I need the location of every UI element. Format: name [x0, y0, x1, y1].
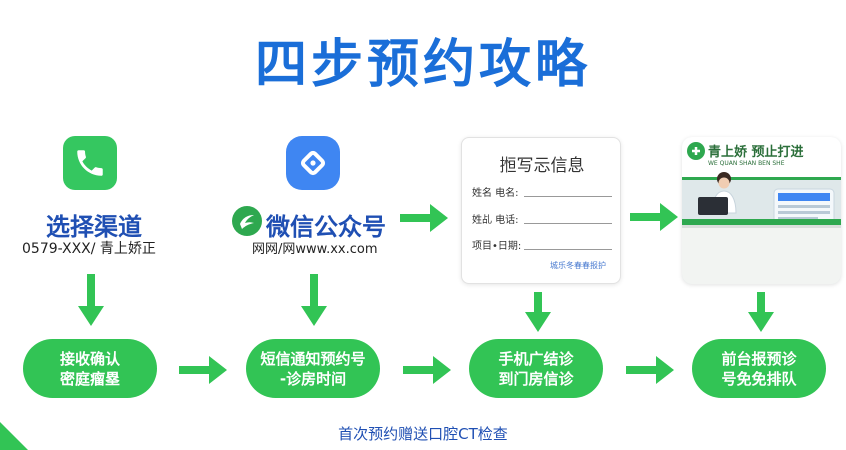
footer-note: 首次预约赠送口腔CT检查 [338, 425, 508, 443]
step-pill-arrive: 手机广结诊 到门房信诊 [469, 339, 603, 398]
arrow-down-icon [748, 292, 774, 332]
pill-line1: 手机广结诊 [498, 349, 574, 368]
diamond-icon [286, 136, 340, 190]
photo-subsign: WE QUAN SHAN BEN SHE [708, 160, 785, 167]
arrow-right-icon [630, 203, 678, 231]
pill-line1: 前台报预诊 [721, 349, 797, 368]
step1-detail: 0579-XXX/ 青上娇正 [22, 241, 156, 257]
step-pill-confirm: 接收确认 密庭瘤塁 [23, 339, 157, 398]
arrow-right-icon [400, 204, 448, 232]
form-footer: 城乐冬春春报护 [550, 261, 606, 270]
form-line [524, 196, 612, 197]
form-row-name: 姓名 电名: [472, 188, 519, 199]
phone-icon [63, 136, 117, 190]
step-pill-sms: 短信通知预约号 -诊房时间 [246, 339, 380, 398]
step2-title: 微信公众号 [266, 213, 386, 241]
pill-line1: 短信通知预约号 [260, 349, 366, 368]
page-title: 四步预约攻略 [254, 35, 591, 95]
arrow-down-icon [301, 274, 327, 326]
pill-line2: 密庭瘤塁 [59, 369, 120, 388]
pill-line1: 接收确认 [59, 349, 120, 368]
form-row-phone: 姓乩 电话: [472, 215, 519, 226]
pill-line2: 号免免排队 [721, 369, 797, 388]
form-title: 搄写忈信息 [499, 156, 585, 176]
photo-sign: 青上娇 预止打进 [708, 145, 804, 160]
info-form-card: 搄写忈信息 姓名 电名: 姓乩 电话: 项目•日期: 城乐冬春春报护 [461, 137, 621, 284]
arrow-down-icon [78, 274, 104, 326]
arrow-right-icon [179, 356, 227, 384]
form-line [524, 223, 612, 224]
pill-line2: 到门房信诊 [498, 369, 574, 388]
form-row-date: 项目•日期: [472, 241, 522, 252]
form-line [524, 249, 612, 250]
step1-title: 选择渠道 [46, 213, 142, 241]
pill-line2: -诊房时间 [279, 369, 347, 388]
step-pill-frontdesk: 前台报预诊 号免免排队 [692, 339, 826, 398]
reception-photo: 青上娇 预止打进 WE QUAN SHAN BEN SHE [682, 137, 841, 284]
arrow-right-icon [403, 356, 451, 384]
arrow-right-icon [626, 356, 674, 384]
arrow-down-icon [525, 292, 551, 332]
wechat-logo-icon [232, 206, 262, 236]
corner-decoration [0, 422, 28, 450]
step2-detail: 网网/网www.xx.com [252, 242, 378, 257]
